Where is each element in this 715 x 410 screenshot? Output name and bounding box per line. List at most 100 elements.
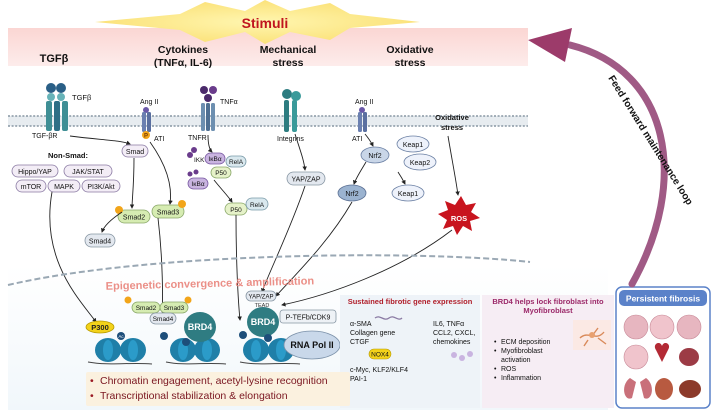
- rela-label-2: RelA: [250, 202, 265, 209]
- p-label: P: [144, 134, 148, 140]
- brd4-lock-item-3: ROS: [501, 366, 517, 373]
- nuc-smad4-label: Smad4: [153, 316, 174, 323]
- bottom-item-chromatin: Chromatin engagement, acetyl-lysine reco…: [100, 374, 350, 389]
- brd4-lock-panel: [482, 295, 614, 408]
- yapzap-label: YAP/ZAP: [291, 177, 320, 184]
- brd4-lock-item-1: Myofibroblast: [501, 348, 543, 355]
- p300-label: P300: [91, 323, 109, 332]
- lungs-icon: [624, 378, 652, 399]
- header-mechanical-line2: stress: [273, 57, 304, 69]
- nonsmad-item-hippo: Hippo/YAP: [18, 169, 52, 176]
- tissue-icon-1: [623, 314, 649, 340]
- nrf2-label-2: Nrf2: [345, 191, 358, 198]
- brd4-lock-item-0: ECM deposition: [501, 339, 551, 346]
- brd4-label-2: BRD4: [251, 317, 276, 327]
- sustained-title: Sustained fibrotic gene expression: [348, 297, 473, 306]
- ptefb-label: P-TEFb/CDK9: [286, 315, 331, 322]
- brd4-bullet-1: •: [494, 348, 497, 355]
- nucleosome-brd4-smad: BRD4 Smad2 Smad3 Smad4: [124, 296, 227, 365]
- angii-right-label: Ang II: [355, 99, 373, 106]
- brd4-bullet-3: •: [494, 366, 497, 373]
- tnfr-receptor: TNFα TNFR: [188, 86, 238, 142]
- nuc-smad3-label: Smad3: [164, 305, 185, 312]
- brd4-lock-item-2: activation: [501, 357, 531, 364]
- myofibroblast-icon: [573, 320, 611, 350]
- tissue-icon-2: [649, 314, 675, 340]
- sustained-col2-0: IL6, TNFα: [433, 321, 464, 328]
- bottom-item-transcription: Transcriptional stabilization & elongati…: [100, 389, 350, 404]
- sustained-col1-2: CTGF: [350, 339, 369, 346]
- oxidative-stress-line2: stress: [441, 123, 463, 132]
- yapzap-node: [286, 171, 326, 186]
- nrf2-pathway: Nrf2 Keap1 Keap2 Nrf2 Keap1: [337, 135, 437, 202]
- ac-label: Ac: [118, 334, 124, 339]
- p50-label-2: P50: [230, 207, 242, 214]
- epigenetic-label: Epigenetic convergence & amplification: [106, 275, 315, 292]
- integrins-label: Integrins: [277, 136, 304, 143]
- rela-label-1: RelA: [229, 159, 244, 166]
- tgfb-ligand-label: TGFβ: [72, 93, 92, 102]
- nfkb-pathway: IKK IκBα RelA P50 IκBα P50 RelA: [187, 147, 269, 216]
- tissue-icon-3: [676, 314, 702, 340]
- nonsmad-item-mtor: mTOR: [21, 184, 41, 191]
- header-oxidative-line2: stress: [395, 57, 426, 69]
- rna-pol-ii-label: RNA Pol II: [290, 340, 333, 350]
- ros-burst: ROS: [438, 196, 480, 235]
- stimuli-burst: Stimuli: [95, 0, 420, 44]
- feed-forward-loop-arrow: [566, 41, 668, 288]
- brd4-lock-title-2: Myofibroblast: [523, 306, 573, 315]
- at1-left-label: ATI: [154, 136, 164, 143]
- smad4-label: Smad4: [89, 239, 111, 246]
- bottom-summary-box: Chromatin engagement, acetyl-lysine reco…: [86, 372, 350, 406]
- nuclear-membrane: [7, 254, 531, 286]
- smad-pathway: Smad Smad2 Smad3 Smad4: [84, 144, 186, 248]
- nonsmad-item-jakstat: JAK/STAT: [72, 169, 104, 176]
- tgfb-receptor: TGFβ TGF-βR: [32, 83, 92, 140]
- at1-right-label: ATI: [352, 136, 362, 143]
- sustained-col1-0: α-SMA: [350, 321, 372, 328]
- non-smad-title: Non-Smad:: [48, 151, 88, 160]
- nox4-label: NOX4: [371, 352, 389, 359]
- integrin-receptor: Integrins: [277, 89, 304, 143]
- nonsmad-item-mapk: MAPK: [54, 184, 74, 191]
- feed-forward-label: Feed forward maintenance loop: [605, 74, 694, 208]
- nuc-yapzap-label: YAP/ZAP: [249, 295, 274, 301]
- smad3-label: Smad3: [157, 210, 179, 217]
- angii-left-label: Ang II: [140, 99, 158, 106]
- nucleosome-brd4-ptefb: BRD4 YAP/ZAP TEAD P-TEFb/CDK9 RNA Pol II: [239, 290, 341, 365]
- tnfa-label: TNFα: [220, 99, 238, 106]
- sustained-col1-1: Collagen gene: [350, 330, 395, 337]
- heart-icon: [654, 343, 670, 362]
- sustained-col2-2: chemokines: [433, 339, 471, 346]
- organ-icon: [679, 380, 701, 398]
- header-cytokines-line1: Cytokines: [158, 44, 208, 56]
- header-cytokines-line2: (TNFα, IL-6): [154, 57, 212, 69]
- ikba-label-2: IκBα: [191, 181, 204, 188]
- ikk-label: IKK: [194, 157, 205, 164]
- cell-membrane: [8, 115, 528, 127]
- header-tgfb: TGFβ: [40, 53, 69, 65]
- persistent-fibrosis-label: Persistent fibrosis: [626, 294, 700, 304]
- header-mechanical-line1: Mechanical: [260, 44, 317, 56]
- feed-forward-arrowhead: [528, 28, 572, 62]
- nucleosome-p300: P300 Ac: [85, 320, 153, 365]
- tgfb-receptor-label: TGF-βR: [32, 133, 57, 140]
- keap1-label-2: Keap1: [398, 191, 418, 198]
- oxidative-stress-line1: Oxidative: [435, 113, 469, 122]
- brd4-lock-item-4: Inflammation: [501, 375, 541, 382]
- kidney-icon: [655, 378, 673, 400]
- nrf2-label-1: Nrf2: [368, 153, 381, 160]
- persistent-fibrosis-panel: Persistent fibrosis: [615, 286, 711, 409]
- p50-label-1: P50: [215, 170, 227, 177]
- ros-label: ROS: [451, 214, 467, 223]
- cytokine-icon: [451, 351, 473, 361]
- at1-receptor-left: Ang II ATI P: [140, 99, 164, 143]
- signal-arrows: [49, 133, 460, 323]
- sustained-col3-0: c-Myc, KLF2/KLF4: [350, 367, 408, 374]
- liver-icon: [679, 348, 699, 366]
- brd4-bullet-0: •: [494, 339, 497, 346]
- smad2-label: Smad2: [123, 215, 145, 222]
- tnfr-label: TNFR: [188, 135, 207, 142]
- stimuli-label: Stimuli: [242, 15, 289, 31]
